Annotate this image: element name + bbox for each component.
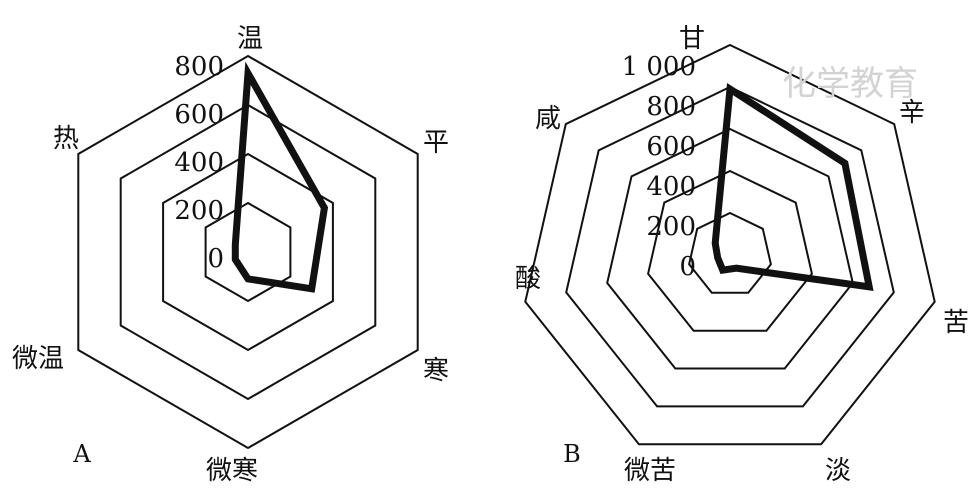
- grid-ring: [688, 211, 772, 294]
- axis-label: 平: [423, 128, 449, 158]
- axis-label: 辛: [899, 98, 925, 128]
- grid-ring: [162, 152, 334, 352]
- radial-tick-label: 800: [646, 92, 696, 122]
- axis-label: 甘: [679, 24, 705, 54]
- watermark: 化学教育: [782, 64, 918, 104]
- axis-label: 热: [53, 124, 79, 154]
- axis-label: 淡: [825, 456, 851, 486]
- radial-tick-label: 400: [646, 172, 696, 202]
- series-polygon: [711, 83, 874, 291]
- grid-ring: [647, 169, 813, 332]
- grid-ring: [119, 103, 377, 401]
- axis-label: 温: [237, 24, 263, 54]
- series-polygon: [231, 61, 329, 293]
- radial-tick-label: 1 000: [622, 52, 696, 82]
- radial-tick-label: 600: [646, 132, 696, 162]
- radial-tick-label: 800: [174, 52, 224, 82]
- grid-ring: [77, 54, 419, 450]
- axis-label: 寒: [423, 356, 449, 386]
- axis-label: 酸: [515, 264, 541, 294]
- radial-tick-label: 0: [207, 244, 224, 274]
- axis-label: 微温: [12, 344, 64, 374]
- grid-ring: [524, 43, 936, 446]
- grid-ring: [606, 127, 854, 370]
- radial-tick-label: 0: [679, 252, 696, 282]
- radial-tick-label: 400: [174, 148, 224, 178]
- axis-label: 微苦: [624, 456, 676, 486]
- axis-label: 微寒: [206, 456, 258, 486]
- radial-tick-label: 200: [646, 212, 696, 242]
- axis-label: 苦: [943, 308, 969, 338]
- panel-label: A: [72, 440, 91, 468]
- radial-tick-label: 200: [174, 196, 224, 226]
- grid-ring: [565, 85, 895, 408]
- panel-label: B: [563, 440, 581, 468]
- axis-label: 咸: [535, 104, 561, 134]
- grid-ring: [204, 201, 292, 303]
- radial-tick-label: 600: [174, 100, 224, 130]
